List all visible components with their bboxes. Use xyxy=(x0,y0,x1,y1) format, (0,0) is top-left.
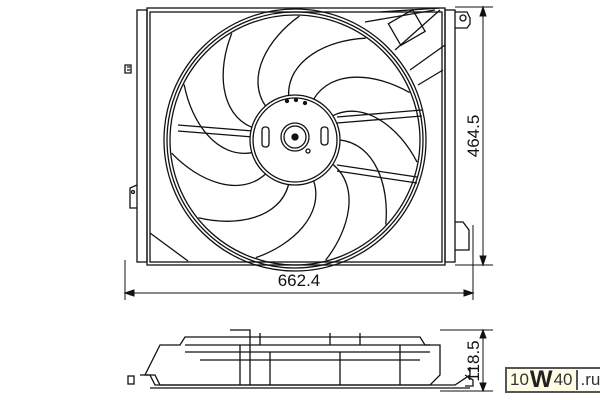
height-dimension-line xyxy=(455,5,493,267)
height-dimension-label: 464.5 xyxy=(464,115,483,158)
side-view xyxy=(127,329,474,389)
fan-blade xyxy=(222,33,253,128)
watermark-logo: 10 W 40 .ru xyxy=(505,366,600,393)
fan-blade xyxy=(339,139,387,225)
depth-dimension-line xyxy=(440,328,493,393)
width-dimension-line xyxy=(123,225,475,300)
fan-blade xyxy=(313,76,410,100)
fan-blades xyxy=(171,15,418,261)
logo-part: 10 xyxy=(510,370,529,389)
fan-blade xyxy=(171,152,266,187)
logo-part: .ru xyxy=(575,370,600,390)
fan-blade xyxy=(198,184,290,222)
logo-part: 40 xyxy=(553,370,573,389)
width-dimension-label: 662.4 xyxy=(278,271,321,290)
fan-ring xyxy=(163,8,427,272)
fan-blade xyxy=(325,163,350,261)
fan-blade xyxy=(255,180,317,259)
fan-blade xyxy=(287,37,366,96)
fan-blade xyxy=(332,110,418,163)
fan-blade xyxy=(183,84,252,154)
fan-blade xyxy=(257,15,300,107)
depth-dimension-label: 118.5 xyxy=(464,340,483,381)
motor-hub xyxy=(249,94,341,186)
logo-part: W xyxy=(529,366,553,393)
